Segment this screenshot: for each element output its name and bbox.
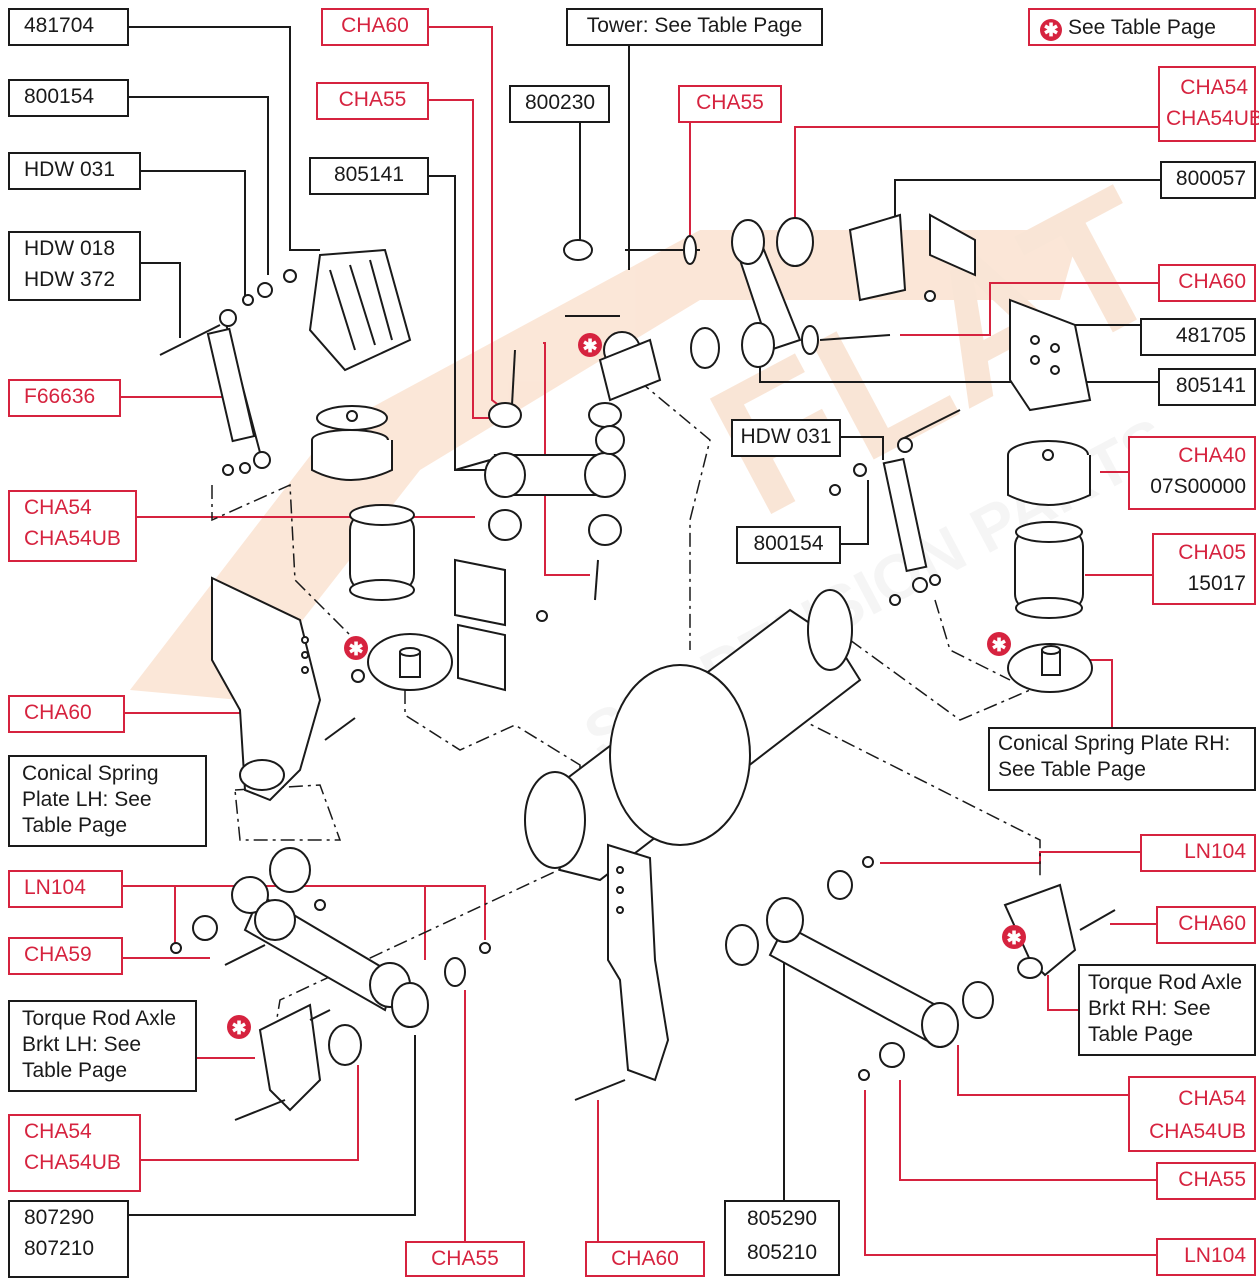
label-cha59: CHA59 [8, 937, 123, 975]
shock-absorber-right [829, 409, 961, 606]
label-cha60-top: CHA60 [321, 8, 429, 46]
small-bracket-plates [454, 558, 548, 692]
label-cha60-right-a: CHA60 [1158, 264, 1256, 302]
see-table-markers: ✱ ✱ ✱ ✱ ✱ [227, 333, 1026, 1039]
label-conical-spring-plate-lh: Conical Spring Plate LH: See Table Page [8, 755, 207, 847]
label-cha60-right-b: CHA60 [1156, 906, 1256, 944]
see-table-marker-tower [578, 333, 602, 357]
label-cha60-left: CHA60 [8, 695, 125, 733]
label-cha55-top: CHA55 [316, 82, 429, 120]
label-800154-top: 800154 [8, 79, 129, 117]
see-table-marker-conical-rh [987, 632, 1011, 656]
legend-text: See Table Page [1068, 16, 1216, 39]
label-cha60-bottom: CHA60 [585, 1241, 705, 1277]
frame-hanger-center [574, 843, 670, 1101]
see-table-marker-torque-lh [227, 1015, 251, 1039]
marker-glyph: ✱ [582, 336, 597, 356]
lower-torque-rod-left [170, 847, 491, 1121]
label-805141-right: 805141 [1158, 368, 1256, 406]
axle-housing [524, 589, 862, 882]
label-cha55-topright: CHA55 [678, 85, 782, 123]
label-hdw031-mid: HDW 031 [731, 419, 841, 457]
marker-glyph: ✱ [231, 1018, 246, 1038]
label-cha55-right: CHA55 [1156, 1162, 1256, 1200]
lower-torque-rod-right [725, 856, 1116, 1081]
label-ln104-right-a: LN104 [1140, 834, 1256, 872]
label-f66636: F66636 [8, 379, 121, 417]
label-800154-mid: 800154 [736, 526, 841, 564]
see-table-marker-torque-rh [1002, 925, 1026, 949]
tower-assembly [563, 235, 720, 402]
label-481705: 481705 [1140, 318, 1256, 356]
suspension-parts [159, 213, 1116, 1121]
upper-torque-rod [484, 349, 626, 601]
label-torque-rod-axle-brkt-lh: Torque Rod Axle Brkt LH: See Table Page [8, 1000, 197, 1092]
spring-bracket-left [308, 248, 412, 372]
label-tower: Tower: See Table Page [566, 8, 823, 46]
label-conical-spring-plate-rh: Conical Spring Plate RH: See Table Page [988, 727, 1256, 791]
label-800057: 800057 [1160, 161, 1256, 199]
top-torque-rod [731, 213, 976, 368]
conical-plate-left [351, 633, 453, 691]
see-table-marker-conical-lh [344, 636, 368, 660]
marker-glyph: ✱ [1006, 928, 1021, 948]
label-hdw031-left: HDW 031 [8, 152, 141, 190]
label-481704: 481704 [8, 8, 129, 46]
label-ln104-right-b: LN104 [1156, 1238, 1256, 1276]
legend-box: ✱ See Table Page [1028, 8, 1256, 46]
label-805141-mid: 805141 [309, 157, 429, 195]
frame-hanger-left [211, 576, 356, 802]
marker-glyph: ✱ [991, 635, 1006, 655]
label-ln104-left: LN104 [8, 870, 123, 908]
conical-plate-right [1007, 643, 1093, 693]
label-torque-rod-axle-brkt-rh: Torque Rod Axle Brkt RH: See Table Page [1078, 964, 1256, 1056]
label-cha55-bottom: CHA55 [405, 1241, 525, 1277]
asterisk-icon: ✱ [1040, 19, 1062, 41]
air-spring-left [311, 405, 415, 601]
marker-glyph: ✱ [348, 639, 363, 659]
shock-absorber-left [159, 269, 297, 476]
label-800230: 800230 [509, 85, 610, 123]
frame-plate-right [1009, 298, 1092, 412]
air-spring-right [1007, 440, 1091, 619]
